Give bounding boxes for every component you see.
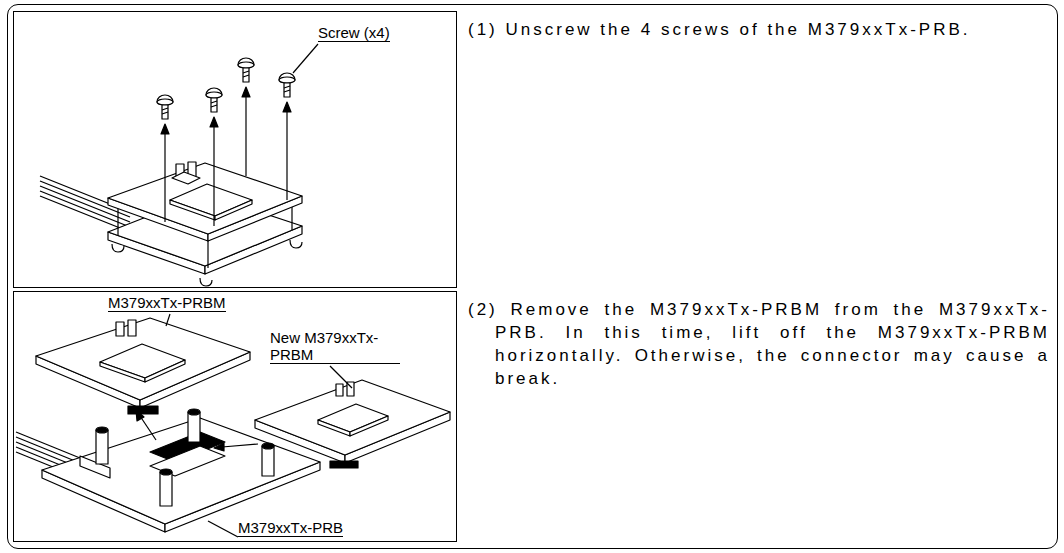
new-board bbox=[255, 380, 450, 468]
insert-arrow bbox=[214, 443, 258, 451]
remove-arrow bbox=[136, 410, 156, 440]
part-label: Screw (x4) bbox=[318, 24, 390, 42]
illustration-panel: Screw (x4) bbox=[14, 12, 456, 287]
lift-arrows bbox=[161, 87, 291, 226]
step-text: (2) Remove the M379xxTx-PRBM from the M3… bbox=[468, 298, 1050, 390]
leader-line bbox=[330, 366, 352, 388]
leader-line bbox=[293, 44, 318, 73]
removed-board bbox=[36, 318, 250, 414]
step-text: (1) Unscrew the 4 screws of the M379xxTx… bbox=[468, 18, 1050, 41]
screws bbox=[157, 58, 295, 119]
leader-line bbox=[166, 314, 170, 326]
part-label: M379xxTx-PRB bbox=[238, 519, 343, 537]
leader-line bbox=[208, 521, 238, 537]
standoffs bbox=[96, 409, 274, 506]
part-label: M379xxTx-PRBM bbox=[108, 294, 226, 312]
upper-board bbox=[108, 162, 302, 241]
part-label: New M379xxTx-PRBM bbox=[270, 329, 400, 364]
illustration-panel: M379xxTx-PRBM New M379xxTx-PRBM M379xxTx-P… bbox=[14, 292, 456, 541]
outer-frame: (1) Unscrew the 4 screws of the M379xxTx… bbox=[8, 5, 1057, 548]
